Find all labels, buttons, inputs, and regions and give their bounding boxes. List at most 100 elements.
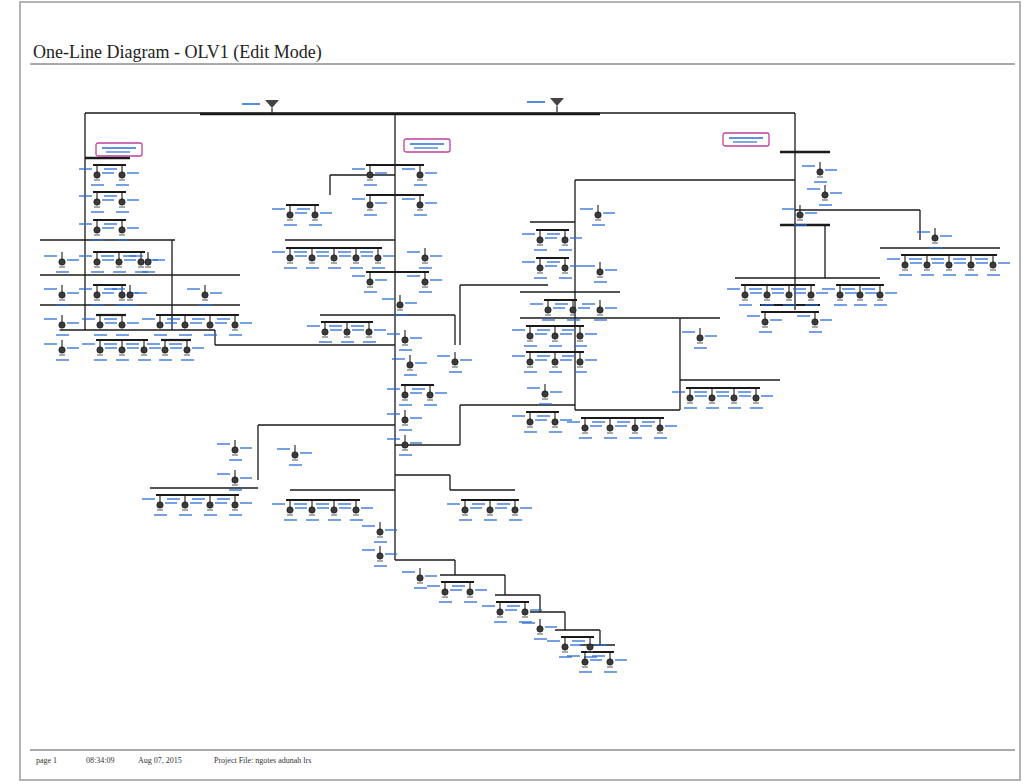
label-mark xyxy=(399,349,412,350)
load-symbol xyxy=(749,285,784,305)
load-drop xyxy=(96,220,97,227)
label-mark xyxy=(415,362,427,363)
label-mark xyxy=(387,388,400,389)
load-glyph xyxy=(116,259,122,265)
label-mark xyxy=(464,601,477,602)
label-mark xyxy=(733,141,757,142)
load-drop xyxy=(369,272,370,279)
label-mark xyxy=(582,265,595,266)
load-glyph xyxy=(232,502,238,508)
label-mark xyxy=(854,304,867,305)
feeder-wire xyxy=(780,151,830,153)
feeder-wire xyxy=(526,411,559,413)
label-mark xyxy=(794,224,807,225)
load-glyph xyxy=(562,644,568,650)
load-drop xyxy=(659,418,660,425)
label-mark xyxy=(534,249,547,250)
load-base xyxy=(375,263,381,264)
label-mark xyxy=(295,507,307,508)
load-glyph xyxy=(487,507,493,513)
load-drop xyxy=(404,410,405,417)
label-mark xyxy=(382,298,395,299)
load-base xyxy=(822,200,828,201)
label-mark xyxy=(159,359,172,360)
label-mark xyxy=(410,392,422,393)
load-symbol xyxy=(44,340,79,360)
label-mark xyxy=(437,355,450,356)
footer-label-text: Aug 07, 2015 xyxy=(138,756,182,765)
label-mark xyxy=(82,343,95,344)
load-glyph xyxy=(697,335,703,341)
load-glyph xyxy=(207,322,213,328)
load-drop xyxy=(234,470,235,477)
load-drop xyxy=(159,315,160,322)
feeder-wire xyxy=(85,112,795,114)
label-mark xyxy=(535,333,547,334)
label-mark xyxy=(104,195,117,196)
label-mark xyxy=(572,640,585,641)
feeder-wire xyxy=(440,574,505,576)
feeder-wire xyxy=(85,157,130,159)
label-mark xyxy=(410,337,422,338)
utility-lead xyxy=(556,106,557,112)
feeder-wire xyxy=(780,224,830,226)
load-drop xyxy=(584,418,585,425)
label-mark xyxy=(142,498,155,499)
label-mark xyxy=(372,267,385,268)
load-base xyxy=(59,355,65,356)
feeder-wire xyxy=(919,210,920,240)
load-drop xyxy=(289,248,290,255)
label-mark xyxy=(605,307,617,308)
label-mark xyxy=(545,265,557,266)
load-drop xyxy=(294,445,295,452)
load-symbol xyxy=(407,272,442,292)
load-base xyxy=(607,667,613,668)
label-mark xyxy=(374,329,386,330)
label-mark xyxy=(404,374,417,375)
label-mark xyxy=(682,331,695,332)
label-mark xyxy=(56,271,69,272)
load-symbol xyxy=(862,285,897,305)
label-mark xyxy=(44,288,57,289)
load-symbol xyxy=(582,300,617,320)
feeder-wire xyxy=(530,611,565,613)
label-mark xyxy=(79,288,92,289)
load-symbol xyxy=(277,445,312,465)
load-base xyxy=(902,270,908,271)
label-mark xyxy=(954,262,966,263)
load-symbol xyxy=(217,495,252,515)
label-mark xyxy=(277,448,290,449)
load-symbol xyxy=(437,352,472,372)
load-base xyxy=(786,300,792,301)
load-base xyxy=(402,345,408,346)
load-glyph xyxy=(367,279,373,285)
label-mark xyxy=(750,292,762,293)
label-mark xyxy=(585,333,597,334)
load-symbol xyxy=(142,315,177,335)
label-mark xyxy=(352,275,365,276)
load-symbol xyxy=(387,410,422,430)
label-mark xyxy=(410,442,422,443)
load-symbol xyxy=(975,255,1010,275)
load-glyph xyxy=(742,292,748,298)
feeder-wire xyxy=(395,314,455,315)
load-glyph xyxy=(582,425,588,431)
label-mark xyxy=(537,355,550,356)
study-box xyxy=(404,139,450,152)
load-glyph xyxy=(367,172,373,178)
load-glyph xyxy=(322,329,328,335)
feeder-wire xyxy=(741,284,815,286)
label-mark xyxy=(192,318,205,319)
load-glyph xyxy=(562,237,568,243)
load-glyph xyxy=(292,452,298,458)
label-mark xyxy=(319,341,332,342)
label-mark xyxy=(805,304,818,305)
feeder-wire xyxy=(555,629,600,631)
feeder-wire xyxy=(401,384,434,386)
load-drop xyxy=(99,340,100,347)
load-glyph xyxy=(537,237,543,243)
label-mark xyxy=(316,503,329,504)
load-drop xyxy=(143,340,144,347)
title-rule xyxy=(30,64,1015,65)
